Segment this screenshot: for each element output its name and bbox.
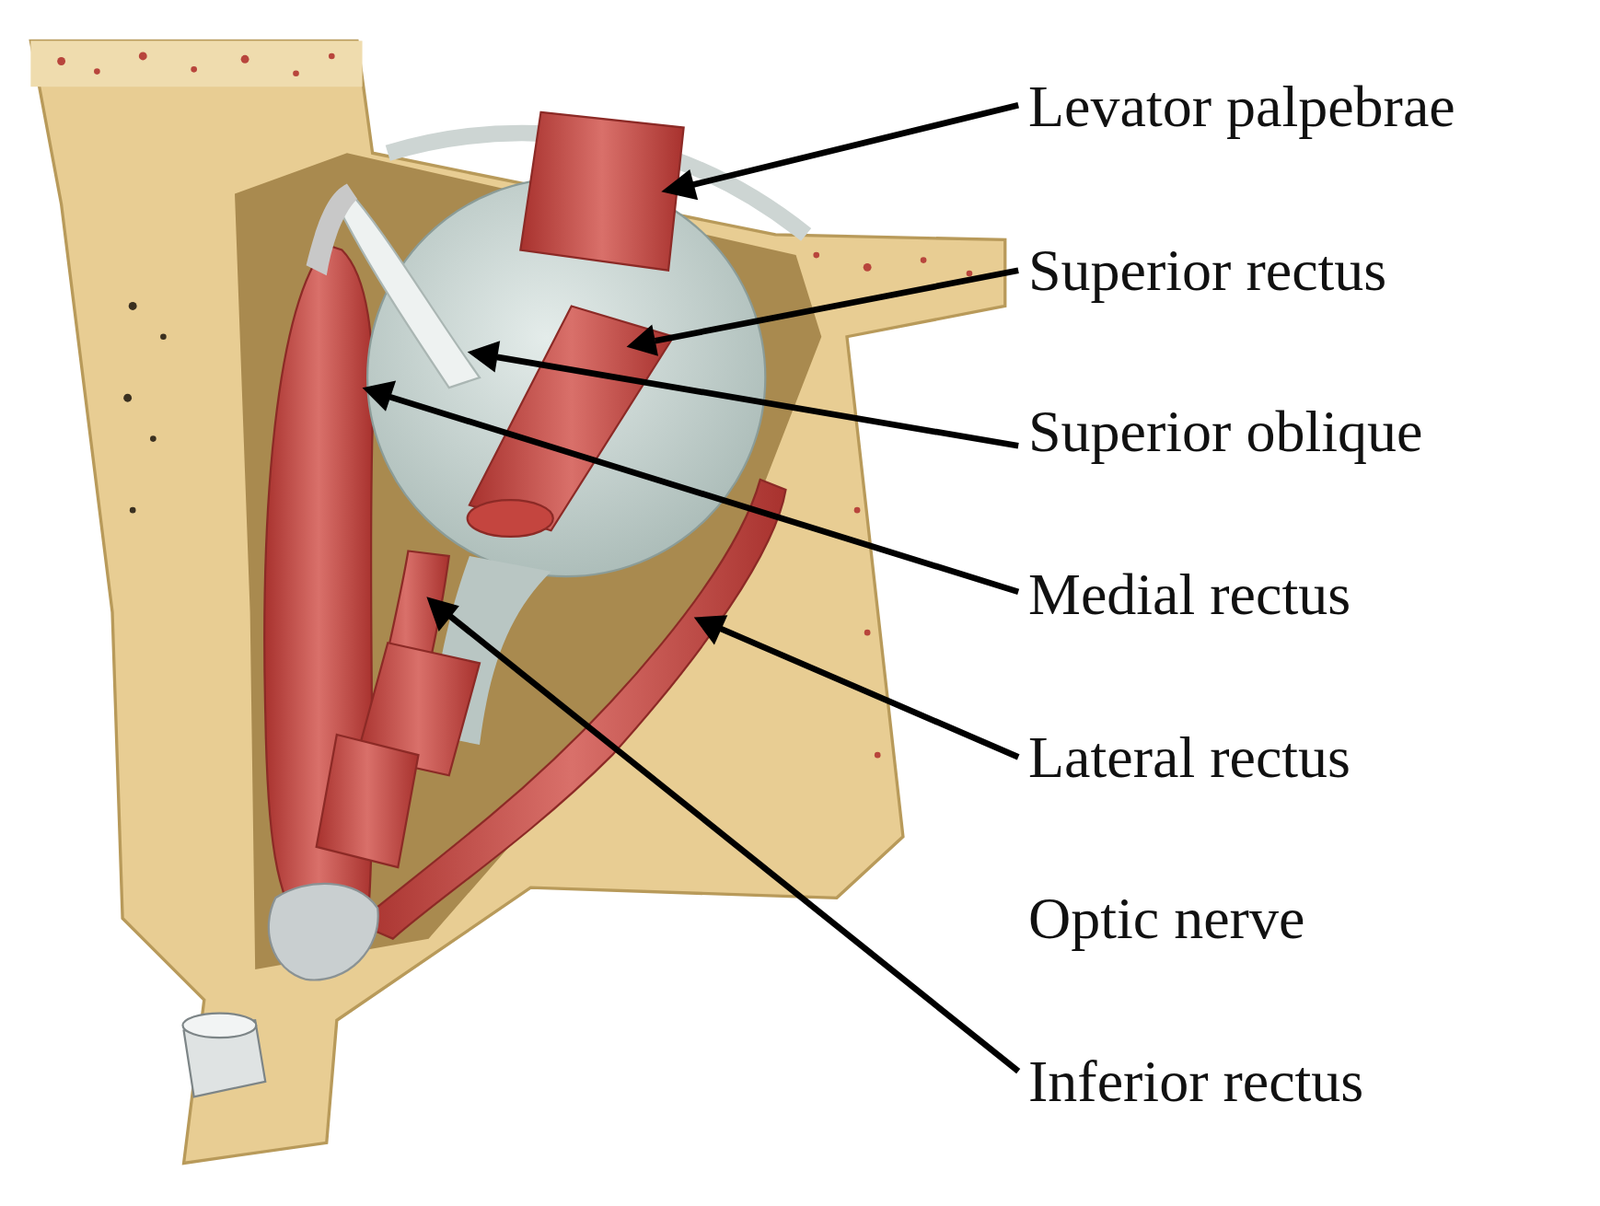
part-label: Superior oblique: [1028, 396, 1423, 468]
part-label: Inferior rectus: [1028, 1046, 1364, 1118]
part-label: Lateral rectus: [1028, 722, 1351, 794]
part-label: Optic nerve: [1028, 883, 1305, 955]
part-label: Levator palpebrae: [1028, 71, 1456, 143]
leader-lines: [389, 104, 1019, 1072]
arrowheads: [362, 169, 729, 645]
part-label: Medial rectus: [1028, 559, 1351, 631]
part-label: Superior rectus: [1028, 235, 1387, 307]
